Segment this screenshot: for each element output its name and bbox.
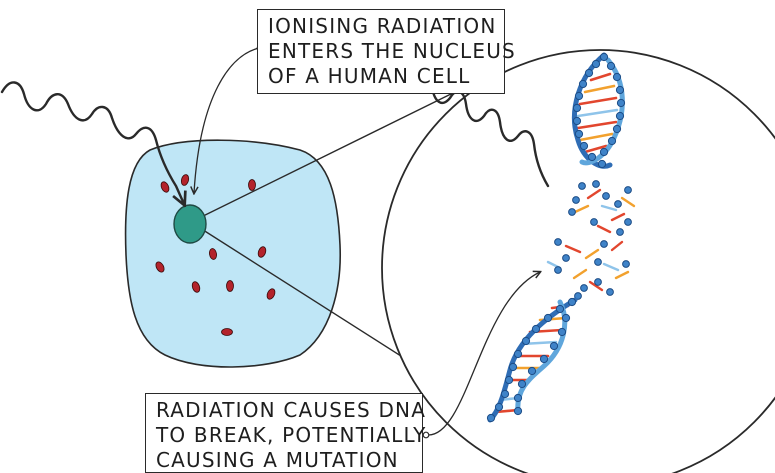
top-annotation-line-1: IONISING RADIATION — [268, 14, 497, 38]
zoom-line-upper — [190, 91, 456, 223]
organelle — [180, 174, 190, 186]
bottom-annotation-line-3: CAUSING A MUTATION — [156, 448, 399, 472]
organelle — [209, 248, 217, 260]
bottom-annotation-box: RADIATION CAUSES DNA TO BREAK, POTENTIAL… — [145, 393, 427, 473]
dna-upper-helix — [572, 52, 626, 169]
human-cell — [124, 139, 342, 368]
top-label-connector — [194, 47, 260, 193]
organelle — [266, 288, 276, 300]
bottom-label-connector — [427, 272, 540, 436]
organelle — [221, 328, 233, 336]
organelle — [248, 179, 256, 191]
magnified-view — [381, 49, 775, 473]
bottom-annotation-line-1: RADIATION CAUSES DNA — [156, 398, 427, 422]
top-annotation-line-3: OF A HUMAN CELL — [268, 64, 471, 88]
dna-lower-helix — [486, 297, 578, 423]
bottom-annotation-line-2: TO BREAK, POTENTIALLY — [156, 423, 427, 447]
radiation-wave-into-cell — [0, 81, 184, 204]
cell-organelles — [155, 174, 276, 336]
radiation-wave-into-dna — [412, 73, 550, 188]
organelle — [160, 181, 170, 193]
organelle — [257, 246, 267, 258]
organelle — [155, 261, 165, 273]
dna-broken-fragments — [546, 180, 636, 300]
nucleus — [173, 204, 207, 244]
organelle — [191, 281, 201, 293]
organelle — [226, 280, 234, 292]
top-annotation-box: IONISING RADIATION ENTERS THE NUCLEUS OF… — [257, 9, 516, 94]
bottom-label-anchor — [422, 431, 430, 439]
top-annotation-line-2: ENTERS THE NUCLEUS — [268, 39, 516, 63]
